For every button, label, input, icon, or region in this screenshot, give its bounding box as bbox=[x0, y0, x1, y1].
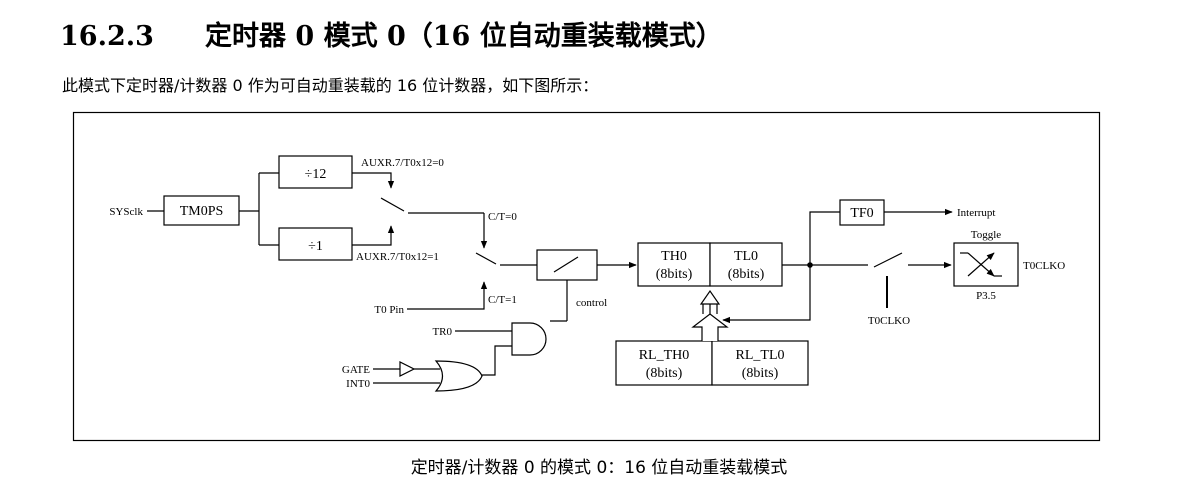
div12-label: ÷12 bbox=[305, 167, 327, 182]
gate-label: GATE bbox=[342, 364, 370, 376]
ct-switch bbox=[475, 252, 497, 265]
rl-tl0-label: RL_TL0 bbox=[736, 348, 785, 363]
control-switch-box bbox=[536, 249, 598, 281]
rl-tl0-bits-label: (8bits) bbox=[742, 366, 779, 381]
control-label: control bbox=[576, 297, 607, 309]
or-gate bbox=[434, 360, 483, 392]
wire-reload-trigger bbox=[722, 265, 811, 324]
tl0-bits-label: (8bits) bbox=[728, 267, 765, 282]
toggle-cross-2 bbox=[967, 252, 995, 277]
t0clko-switch-lever bbox=[873, 252, 903, 268]
reload-arrow-th0-body bbox=[702, 304, 718, 314]
section-title: 定时器 0 模式 0（16 位自动重装载模式） bbox=[205, 21, 723, 52]
rl-th0-box bbox=[615, 340, 713, 386]
auxr-t0x12-1-label: AUXR.7/T0x12=1 bbox=[356, 251, 439, 263]
junction-dot bbox=[807, 262, 813, 268]
t0clko-output-label: T0CLKO bbox=[1023, 260, 1065, 272]
t0pin-label: T0 Pin bbox=[374, 304, 404, 316]
and-gate bbox=[511, 322, 547, 356]
wire-t0pin bbox=[407, 281, 488, 310]
sysclk-label: SYSclk bbox=[109, 206, 143, 218]
wire-or-to-and bbox=[482, 345, 512, 376]
rl-th0-bits-label: (8bits) bbox=[646, 366, 683, 381]
ct1-label: C/T=1 bbox=[488, 294, 517, 306]
th0-label: TH0 bbox=[661, 249, 687, 264]
wire-div12-out bbox=[352, 172, 395, 189]
int0-label: INT0 bbox=[346, 378, 370, 390]
t0clko-control-label: T0CLKO bbox=[868, 315, 910, 327]
tf0-box bbox=[839, 199, 885, 226]
th0-bits-label: (8bits) bbox=[656, 267, 693, 282]
interrupt-label: Interrupt bbox=[957, 207, 995, 219]
gate-buffer bbox=[399, 361, 416, 377]
p35-label: P3.5 bbox=[976, 290, 996, 302]
ct0-label: C/T=0 bbox=[488, 211, 517, 223]
tf0-label: TF0 bbox=[850, 206, 873, 221]
rl-tl0-box bbox=[711, 340, 809, 386]
toggle-box bbox=[953, 242, 1019, 287]
figure-caption: 定时器/计数器 0 的模式 0：16 位自动重装载模式 bbox=[410, 458, 788, 478]
wire-div1-out bbox=[352, 225, 395, 246]
section-number: 16.2.3 bbox=[60, 21, 154, 52]
section-heading: 16.2.3 定时器 0 模式 0（16 位自动重装载模式） bbox=[60, 14, 723, 60]
tr0-label: TR0 bbox=[432, 326, 452, 338]
auxr-t0x12-0-label: AUXR.7/T0x12=0 bbox=[361, 157, 444, 169]
intro-paragraph: 此模式下定时器/计数器 0 作为可自动重装载的 16 位计数器，如下图所示： bbox=[62, 76, 599, 95]
mux-switch-1 bbox=[380, 197, 405, 212]
div1-box bbox=[278, 227, 353, 261]
wire-overflow-to-tf0 bbox=[809, 211, 840, 265]
rl-th0-label: RL_TH0 bbox=[639, 348, 690, 363]
div12-box bbox=[278, 155, 353, 189]
tl0-label: TL0 bbox=[734, 249, 758, 264]
div1-label: ÷1 bbox=[308, 239, 323, 254]
diagram-frame bbox=[72, 111, 1101, 442]
reload-arrow-tl0 bbox=[691, 313, 729, 341]
th0-box bbox=[637, 242, 711, 287]
tm0ps-label: TM0PS bbox=[180, 204, 224, 219]
toggle-label: Toggle bbox=[971, 229, 1002, 241]
tl0-box bbox=[709, 242, 783, 287]
control-switch-lever bbox=[553, 256, 579, 273]
